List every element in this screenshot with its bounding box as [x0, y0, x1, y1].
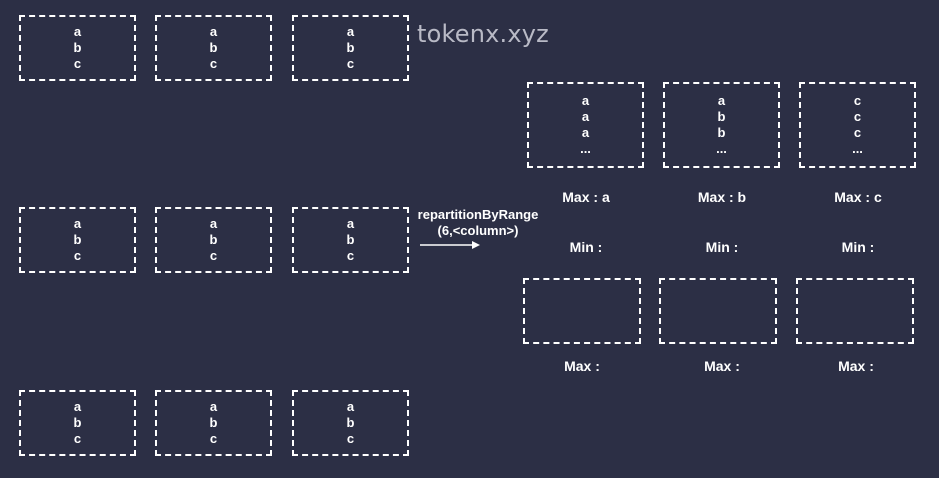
partition-value: a: [581, 109, 590, 124]
partition-value: b: [717, 109, 726, 124]
partition-value: c: [209, 248, 218, 263]
output-partition-box: [796, 278, 914, 344]
partition-value: c: [73, 248, 82, 263]
partition-value: b: [346, 415, 355, 430]
max-label: Max : a: [562, 189, 610, 205]
max-label: Max : c: [834, 189, 882, 205]
repartition-args: (6,<column>): [437, 223, 519, 238]
partition-value: a: [717, 93, 726, 108]
partition-value: c: [73, 56, 82, 71]
partition-value: c: [209, 56, 218, 71]
partition-value: a: [73, 24, 82, 39]
partition-value: ...: [580, 141, 591, 156]
partition-value: c: [853, 125, 862, 140]
partition-value: c: [73, 431, 82, 446]
partition-value: a: [73, 216, 82, 231]
partition-value: b: [73, 415, 82, 430]
arrow-right-icon: [420, 241, 480, 249]
max-label: Max : b: [697, 189, 747, 205]
partition-value: a: [346, 24, 355, 39]
partition-value: a: [346, 216, 355, 231]
partition-value: c: [346, 431, 355, 446]
partition-value: b: [209, 40, 218, 55]
repartition-label: repartitionByRange (6,<column>): [418, 207, 539, 239]
partition-value: b: [346, 40, 355, 55]
partition-value: b: [346, 232, 355, 247]
partition-value: ...: [716, 141, 727, 156]
partition-value: b: [73, 232, 82, 247]
partition-value: c: [209, 431, 218, 446]
partition-value: c: [853, 109, 862, 124]
output-partition-box: [523, 278, 641, 344]
partition-value: a: [346, 399, 355, 414]
partition-value: a: [73, 399, 82, 414]
partition-value: a: [209, 216, 218, 231]
partition-value: b: [209, 415, 218, 430]
partition-value: c: [853, 93, 862, 108]
partition-value: ...: [852, 141, 863, 156]
partition-value: b: [209, 232, 218, 247]
max-label: Max :: [564, 358, 600, 374]
watermark: tokenx.xyz: [417, 20, 549, 48]
partition-value: b: [717, 125, 726, 140]
max-label: Max :: [704, 358, 740, 374]
min-label: Min :: [705, 239, 739, 255]
partition-value: c: [346, 248, 355, 263]
max-label: Max :: [838, 358, 874, 374]
partition-value: b: [73, 40, 82, 55]
partition-value: c: [346, 56, 355, 71]
partition-value: a: [209, 24, 218, 39]
repartition-function: repartitionByRange: [417, 207, 539, 222]
min-label: Min :: [569, 239, 603, 255]
partition-value: a: [581, 125, 590, 140]
partition-value: a: [209, 399, 218, 414]
output-partition-box: [659, 278, 777, 344]
partition-value: a: [581, 93, 590, 108]
min-label: Min :: [841, 239, 875, 255]
